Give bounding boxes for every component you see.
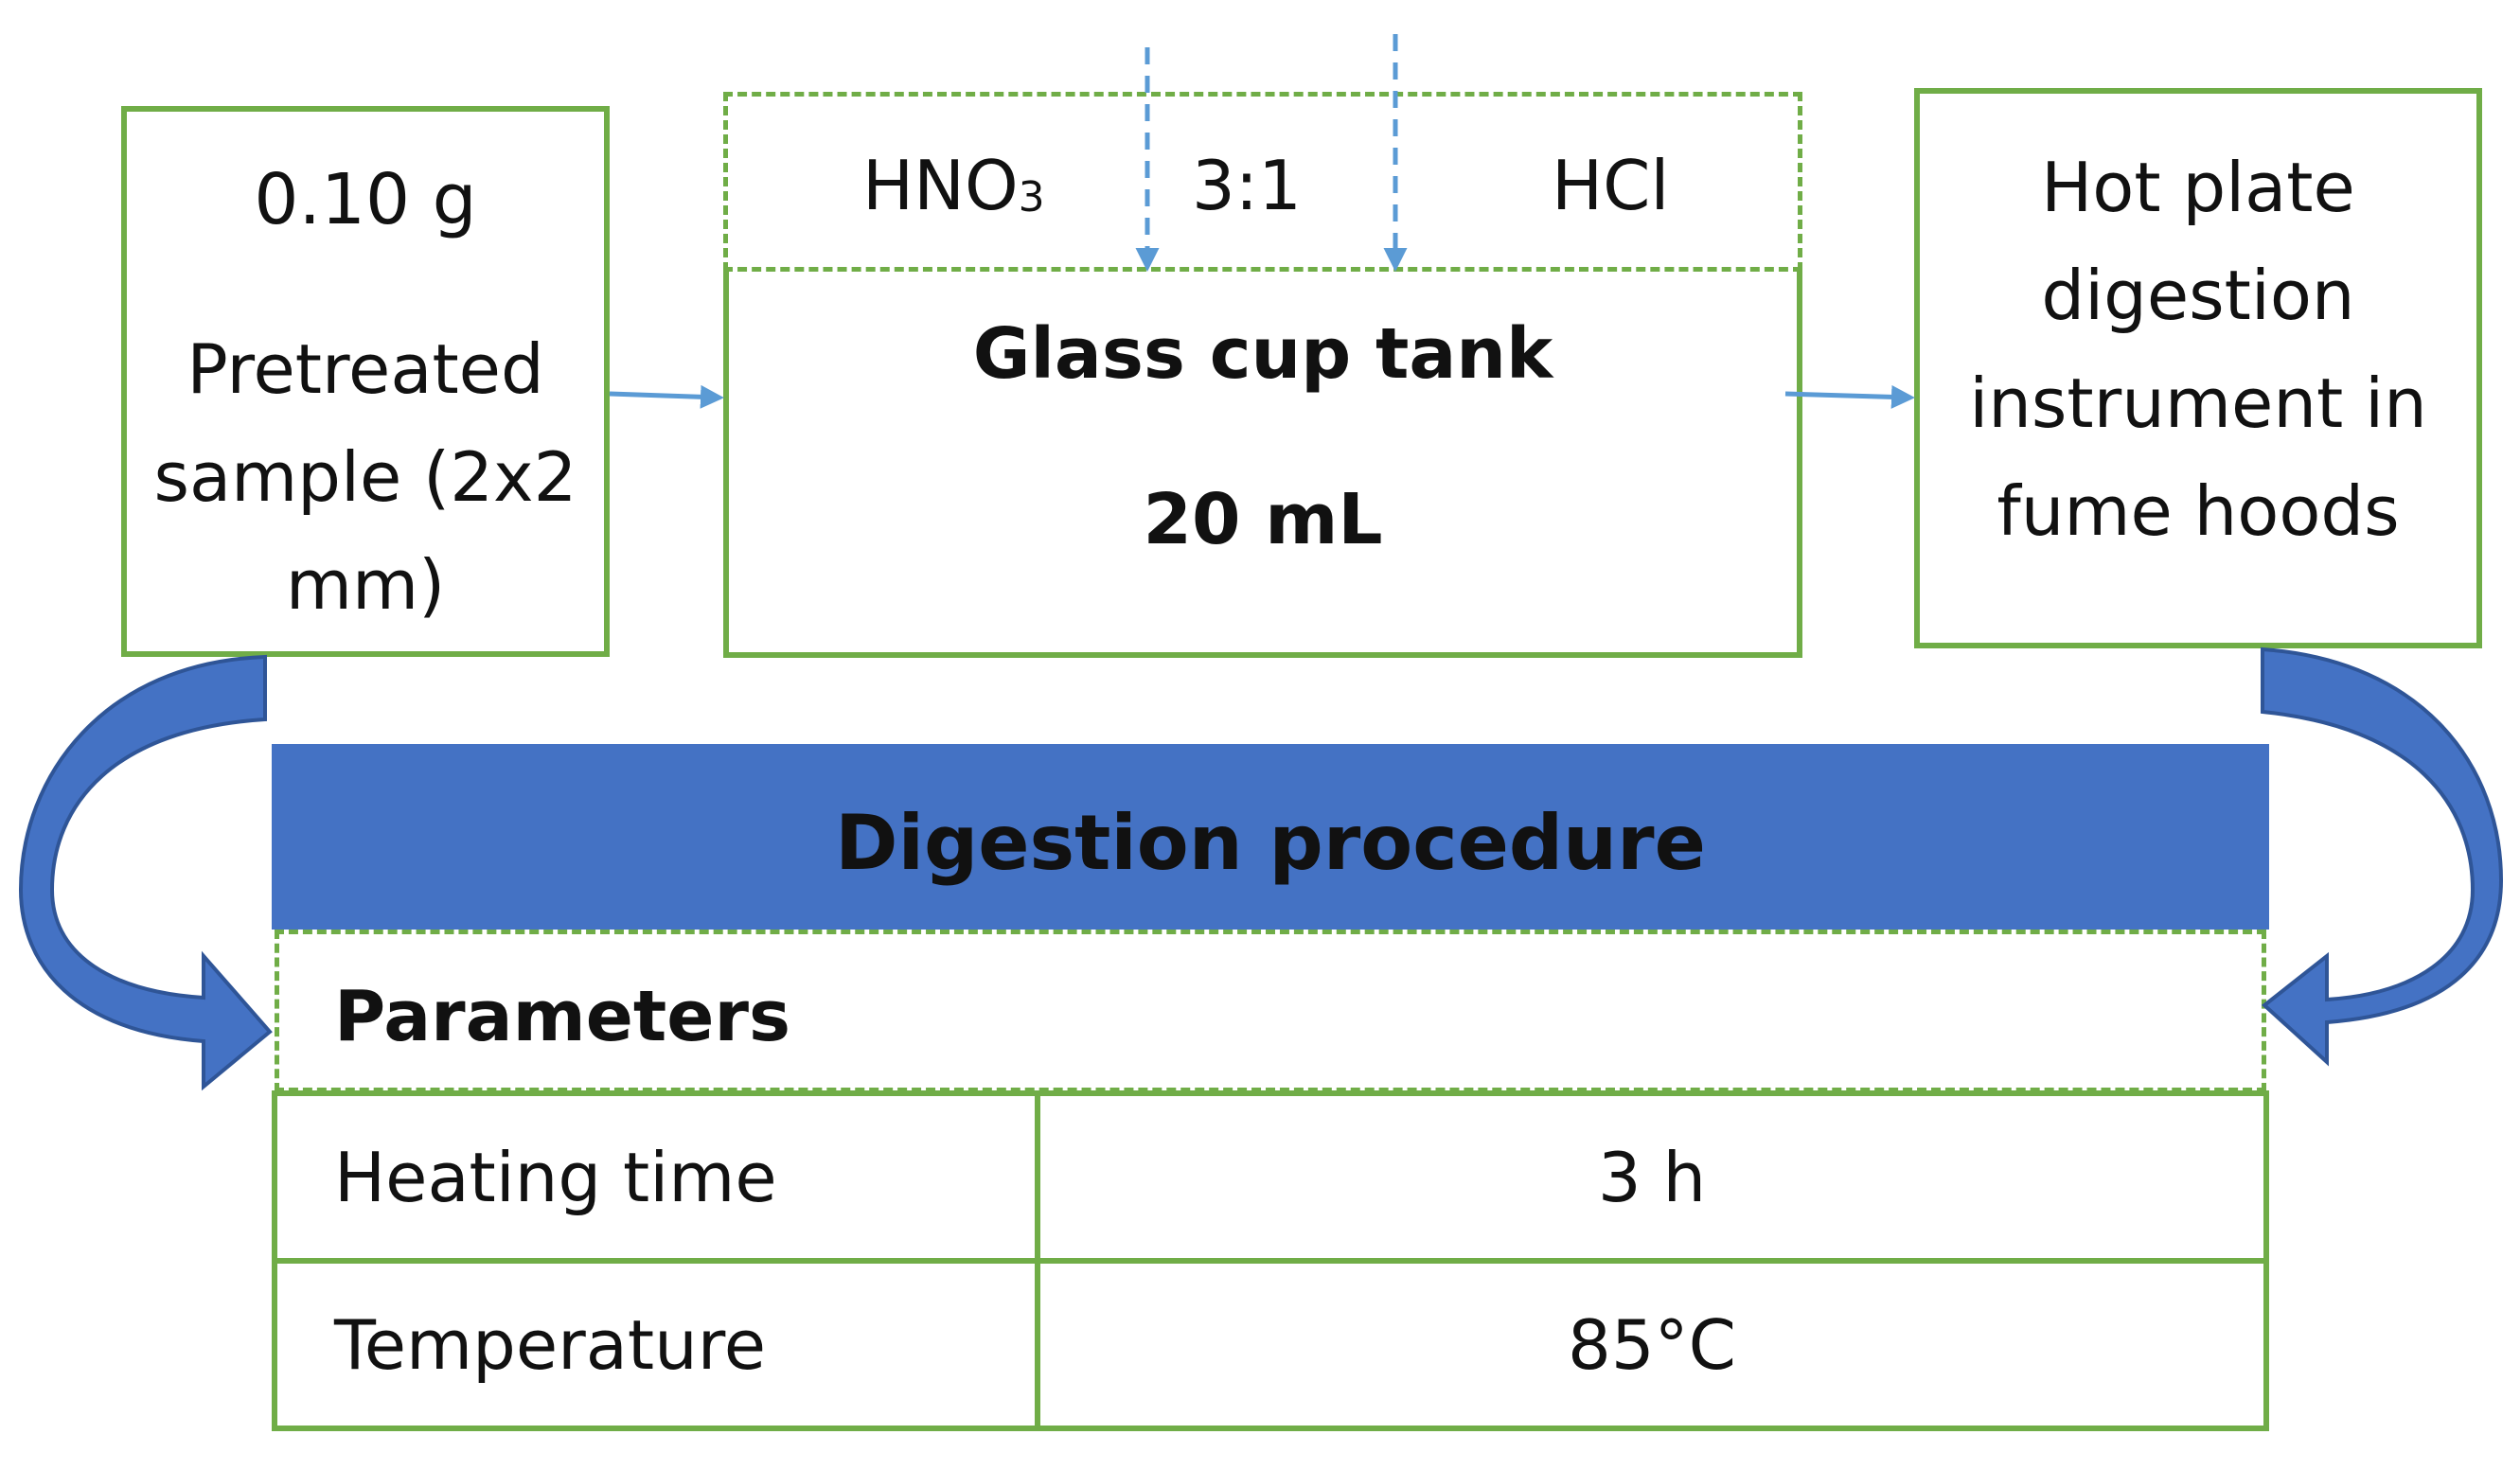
parameters-table: Heating time 3 h Temperature 85°C — [272, 1090, 2269, 1431]
nitric-acid-label: HNO3 — [862, 146, 1045, 225]
tank-to-hotplate-arrow — [1784, 384, 1915, 409]
nitric-acid-subscript: 3 — [1018, 173, 1045, 221]
parameter-value: 85°C — [1035, 1258, 2269, 1431]
sample-to-tank-arrow — [609, 384, 724, 409]
glass-tank-box: Glass cup tank 20 mL — [723, 272, 1802, 658]
parameter-label: Temperature — [272, 1258, 1040, 1431]
curved-arrow-right-icon — [2261, 646, 2504, 1067]
acid-mixture-band: HNO3 3:1 HCl — [723, 92, 1802, 272]
parameter-value: 3 h — [1035, 1090, 2269, 1264]
hydrochloric-acid-label: HCl — [1552, 146, 1670, 225]
table-row: Temperature 85°C — [272, 1258, 2269, 1431]
vessel-volume-label: 20 mL — [1143, 479, 1383, 560]
sample-description-label: Pretreated sample (2x2 mm) — [153, 329, 577, 625]
procedure-title: Digestion procedure — [835, 799, 1706, 887]
parameters-header: Parameters — [275, 930, 2266, 1092]
vessel-name-label: Glass cup tank — [972, 313, 1553, 395]
parameters-title: Parameters — [334, 976, 791, 1057]
sample-box: 0.10 g Pretreated sample (2x2 mm) — [121, 106, 610, 657]
acid-ratio-label: 3:1 — [1192, 146, 1302, 225]
hot-plate-box: Hot plate digestion instrument in fume h… — [1914, 88, 2482, 648]
procedure-banner: Digestion procedure — [272, 744, 2269, 930]
sample-mass-label: 0.10 g — [254, 159, 477, 240]
table-row: Heating time 3 h — [272, 1090, 2269, 1264]
curved-arrow-left-icon — [18, 654, 273, 1091]
parameter-label: Heating time — [272, 1090, 1040, 1264]
instrument-description-label: Hot plate digestion instrument in fume h… — [1969, 148, 2427, 551]
